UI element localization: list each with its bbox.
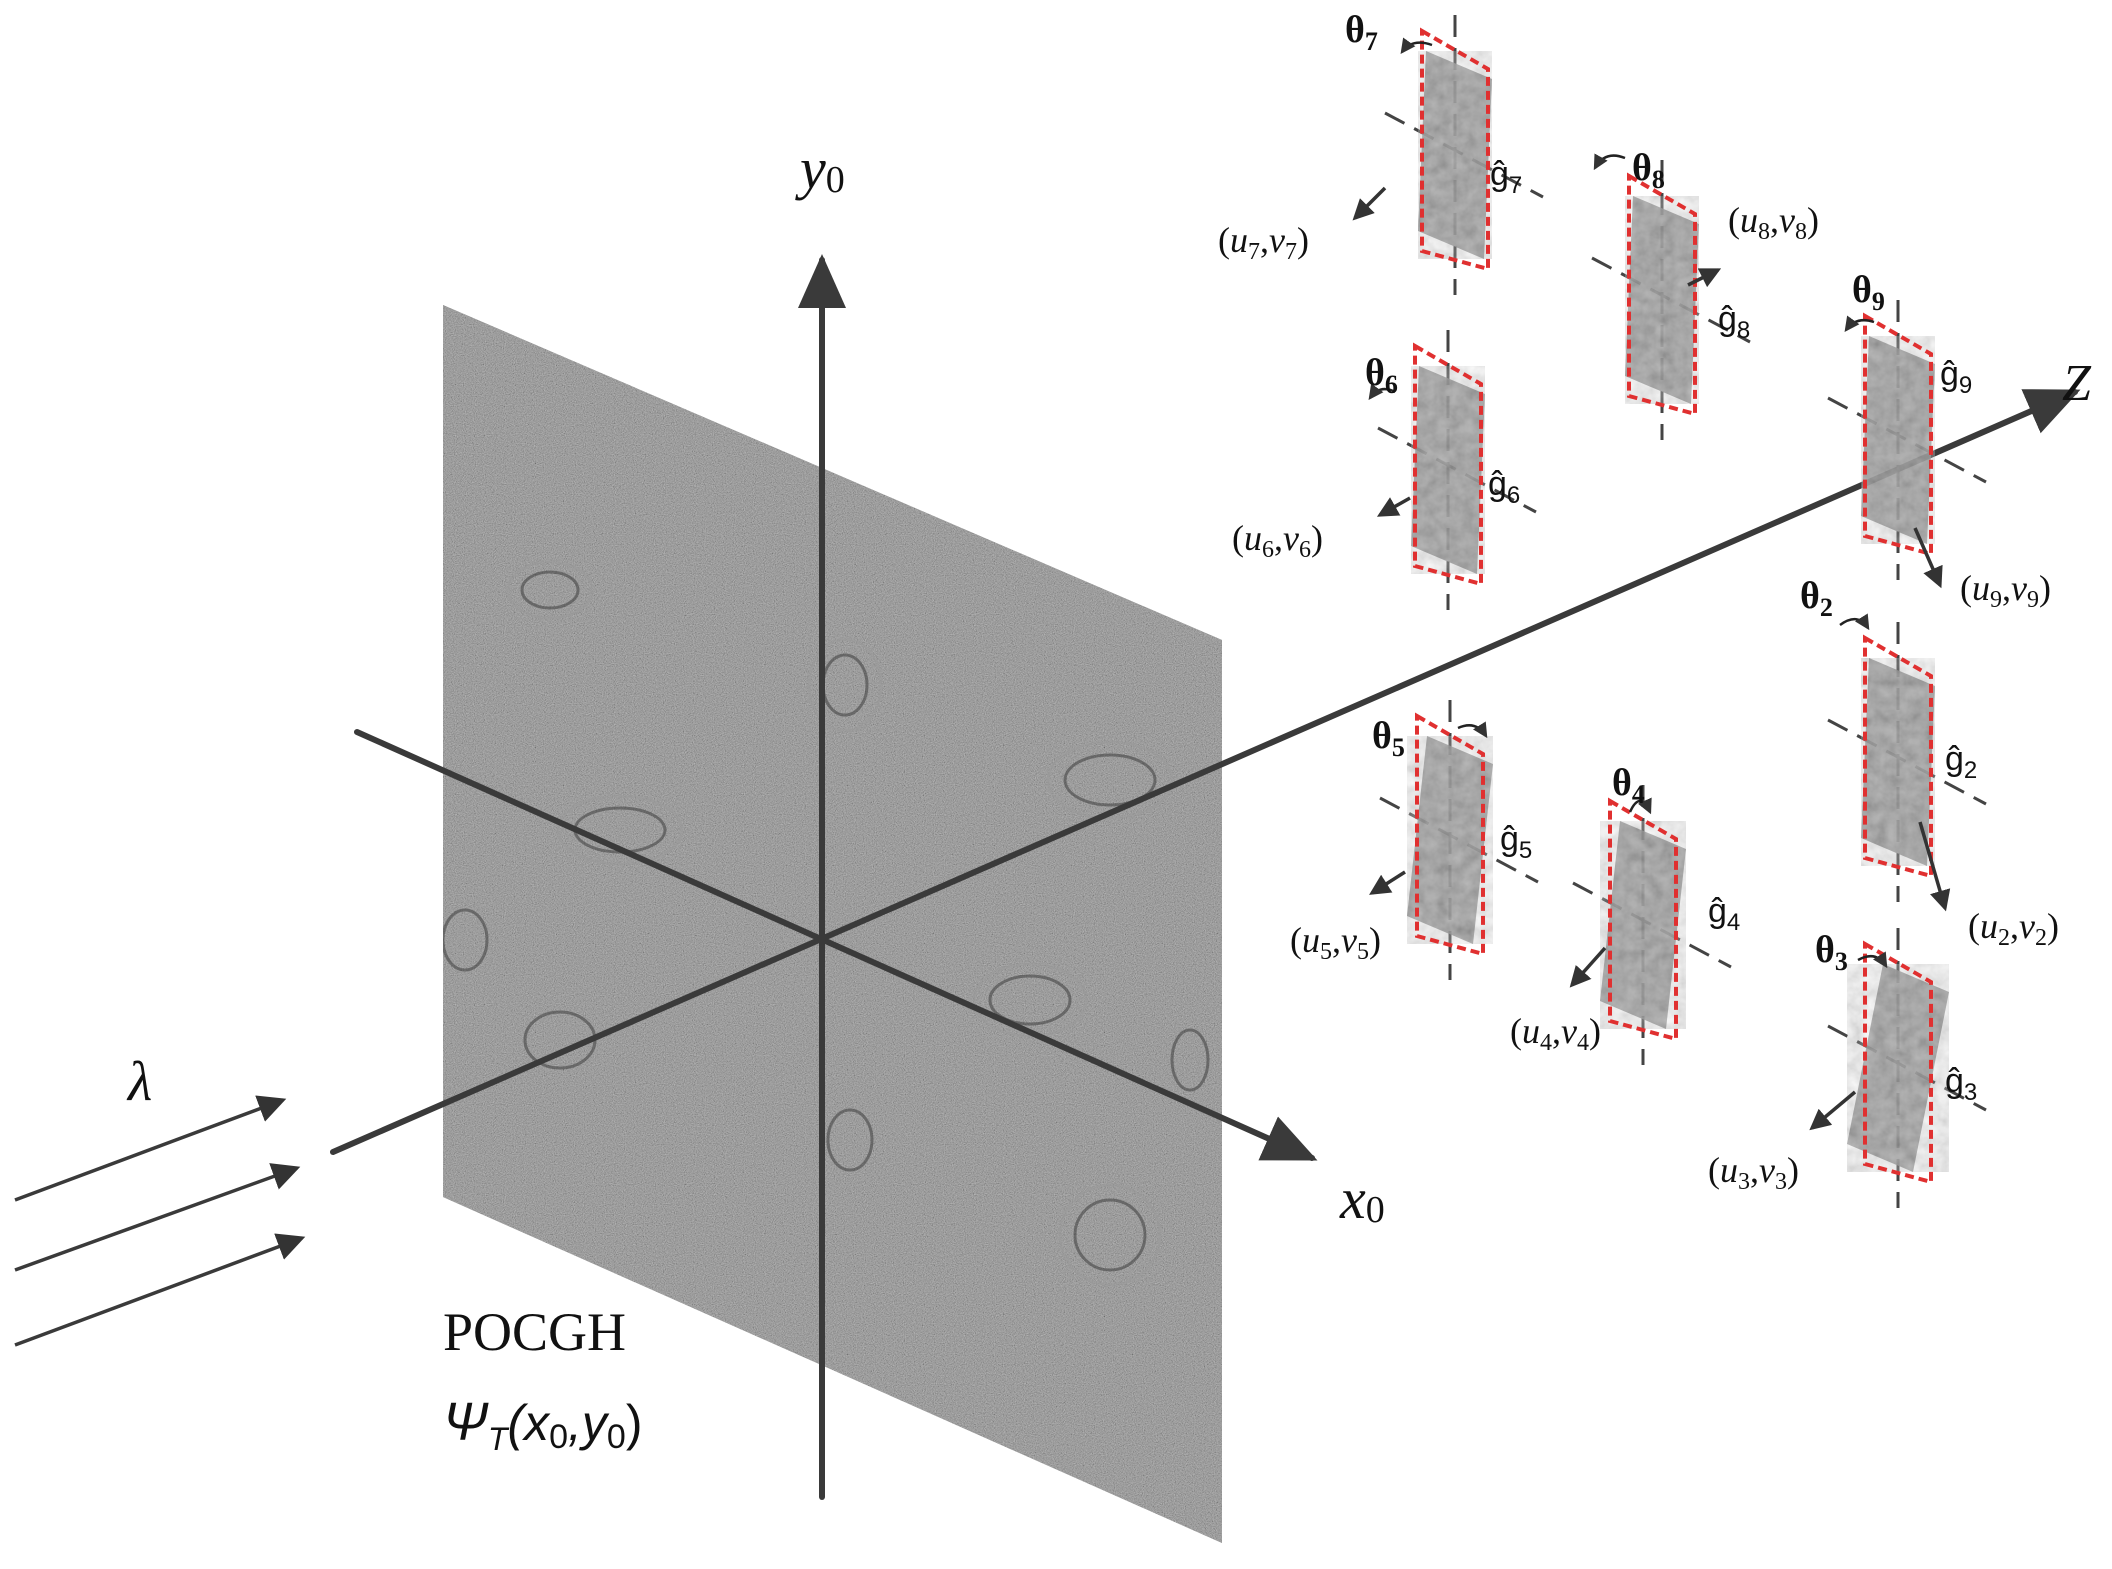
red-dashed-frame <box>1863 940 1933 1185</box>
uv-coordinate-label: (u4,v4) <box>1510 1011 1601 1056</box>
wavelength-label: λ <box>126 1051 152 1113</box>
g-hat-label: ĝ7 <box>1490 155 1522 199</box>
theta-label: θ6 <box>1365 352 1398 399</box>
axes <box>330 254 2081 1500</box>
object-plane-8: θ8 ĝ8 (u8,v8) <box>1591 147 1819 440</box>
object-image-texture <box>1600 821 1686 1029</box>
uv-coordinate-label: (u7,v7) <box>1218 220 1309 265</box>
theta-label: θ7 <box>1345 9 1378 56</box>
rotation-arrow <box>1457 721 1488 739</box>
hologram-name: POCGH <box>443 1302 626 1362</box>
object-image-texture <box>1861 336 1935 544</box>
theta-label: θ2 <box>1800 575 1833 622</box>
z-axis-label: Z <box>2062 355 2092 412</box>
rotation-arrow <box>1839 613 1870 631</box>
uv-direction-arrow <box>1809 1090 1857 1131</box>
object-image-texture <box>1407 736 1493 944</box>
g-hat-label: ĝ6 <box>1488 465 1520 509</box>
hologram-function: ΨT(x0,y0) <box>443 1392 642 1457</box>
object-image-texture <box>1861 658 1935 866</box>
object-plane-7: θ7 ĝ7 (u7,v7) <box>1218 9 1544 295</box>
red-dashed-frame <box>1413 342 1483 587</box>
g-hat-label: ĝ2 <box>1945 740 1977 784</box>
uv-direction-arrow <box>1369 870 1406 895</box>
ray-top <box>14 1095 287 1202</box>
object-image-texture <box>1847 964 1949 1172</box>
theta-label: θ5 <box>1372 715 1405 762</box>
rotation-arrow <box>1368 383 1396 401</box>
uv-coordinate-label: (u5,v5) <box>1290 920 1381 965</box>
uv-direction-arrow <box>1687 268 1722 288</box>
uv-coordinate-label: (u6,v6) <box>1232 518 1323 563</box>
uv-direction-arrow <box>1376 496 1411 517</box>
ray-middle <box>14 1163 301 1272</box>
g-hat-label: ĝ3 <box>1945 1062 1977 1106</box>
object-plane-4: θ4 ĝ4 (u4,v4) <box>1510 762 1740 1065</box>
y0-axis-label: y0 <box>795 136 845 201</box>
plane-horizontal-axis <box>1591 256 1751 344</box>
object-image-texture <box>1411 366 1485 574</box>
red-dashed-frame <box>1863 634 1933 879</box>
rotation-arrow <box>1400 37 1433 55</box>
plane-horizontal-axis <box>1827 396 1987 484</box>
rotation-arrow <box>1844 315 1875 333</box>
illumination-rays <box>14 1095 306 1347</box>
red-dashed-frame <box>1415 712 1485 957</box>
g-hat-label: ĝ8 <box>1718 300 1750 344</box>
object-plane-6: θ6 ĝ6 (u6,v6) <box>1232 330 1537 610</box>
uv-direction-arrow <box>1569 946 1607 988</box>
object-plane-3: θ3 ĝ3 (u3,v3) <box>1708 928 1987 1208</box>
plane-horizontal-axis <box>1377 426 1537 514</box>
plane-horizontal-axis <box>1572 881 1732 969</box>
uv-direction-arrow <box>1352 186 1387 221</box>
red-dashed-frame <box>1627 172 1697 417</box>
uv-direction-arrow <box>1913 527 1943 589</box>
g-hat-label: ĝ4 <box>1708 892 1740 936</box>
uv-coordinate-label: (u2,v2) <box>1968 906 2059 951</box>
object-planes: θ7 ĝ7 (u7,v7) θ8 ĝ8 (u8,v8) θ9 ĝ9 (u9,v9) θ6 ĝ6 (u6… <box>1218 9 2059 1208</box>
uv-coordinate-label: (u3,v3) <box>1708 1150 1799 1195</box>
object-plane-9: θ9 ĝ9 (u9,v9) <box>1827 269 2051 613</box>
z-axis <box>330 389 2081 1155</box>
uv-coordinate-label: (u8,v8) <box>1728 200 1819 245</box>
plane-horizontal-axis <box>1827 718 1987 806</box>
rotation-arrow <box>1857 951 1888 969</box>
x0-axis <box>354 729 1318 1161</box>
red-dashed-frame <box>1420 27 1490 272</box>
rotation-arrow <box>1628 797 1652 815</box>
red-dashed-frame <box>1608 797 1678 1042</box>
plane-horizontal-axis <box>1379 796 1539 884</box>
object-plane-2: θ2 ĝ2 (u2,v2) <box>1800 575 2059 951</box>
x0-axis-label: x0 <box>1339 1166 1385 1231</box>
object-image-texture <box>1625 196 1699 404</box>
theta-label: θ9 <box>1852 269 1885 316</box>
theta-label: θ3 <box>1815 929 1848 976</box>
object-plane-5: θ5 ĝ5 (u5,v5) <box>1290 700 1539 980</box>
g-hat-label: ĝ9 <box>1940 355 1972 399</box>
plane-horizontal-axis <box>1384 111 1544 199</box>
red-dashed-frame <box>1863 312 1933 557</box>
ray-bottom <box>14 1233 306 1347</box>
plane-horizontal-axis <box>1827 1024 1987 1112</box>
g-hat-label: ĝ5 <box>1500 820 1532 864</box>
uv-direction-arrow <box>1918 821 1951 912</box>
theta-label: θ4 <box>1612 762 1645 809</box>
uv-coordinate-label: (u9,v9) <box>1960 568 2051 613</box>
object-image-texture <box>1418 51 1492 259</box>
rotation-arrow <box>1593 153 1626 171</box>
theta-label: θ8 <box>1632 147 1665 194</box>
